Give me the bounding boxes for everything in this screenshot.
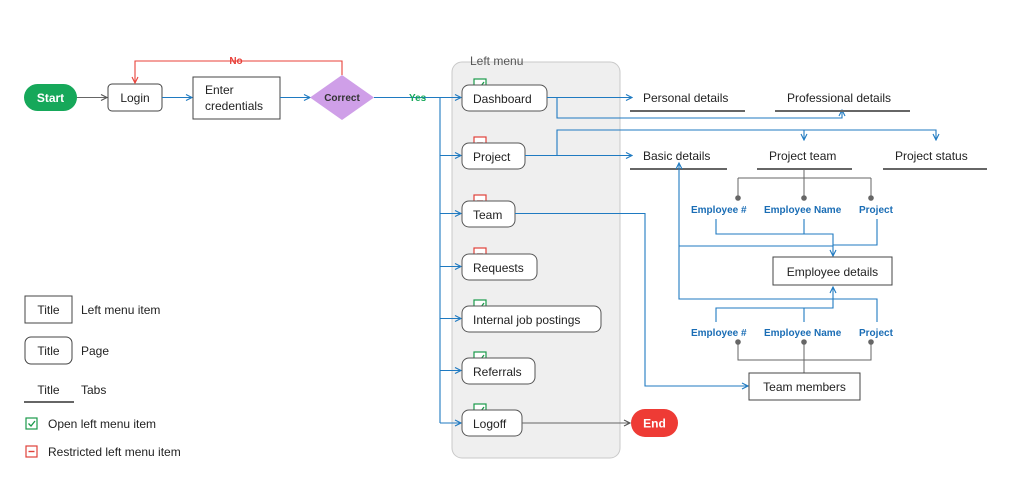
field-employee-number: Employee # xyxy=(691,205,747,216)
legend-title-word: Title xyxy=(37,344,60,358)
legend-page-swatch xyxy=(24,336,73,365)
edge-bottom-emp-number xyxy=(715,287,833,322)
legend-left-menu-swatch xyxy=(24,295,73,324)
decision-label: Correct xyxy=(324,93,360,104)
employee-details-label: Employee details xyxy=(787,265,878,279)
menu-item-team[interactable]: Team xyxy=(461,194,516,228)
referrals-box xyxy=(461,357,536,385)
edge-project-details xyxy=(833,219,878,246)
field-employee-name: Employee Name xyxy=(764,205,842,216)
menu-item-dashboard[interactable]: Dashboard xyxy=(461,78,548,112)
edge-project-status xyxy=(556,129,936,156)
legend-open-item: Open left menu item xyxy=(48,417,156,431)
correct-decision xyxy=(310,75,374,120)
enter-credentials-node xyxy=(192,76,281,120)
legend-restricted-item: Restricted left menu item xyxy=(48,445,181,459)
edge-dashboard-professional xyxy=(556,97,842,119)
dashboard-label: Dashboard xyxy=(473,92,532,106)
job-postings-box xyxy=(461,305,602,333)
field-dot xyxy=(801,195,807,201)
end-terminal xyxy=(631,409,678,437)
requests-box xyxy=(461,253,538,281)
edge-team-members xyxy=(515,212,748,387)
edge-emp-number-details xyxy=(715,219,833,256)
enter-credentials-line1: Enter xyxy=(205,83,234,97)
legend-title-word: Title xyxy=(37,303,60,317)
yes-label: Yes xyxy=(409,93,427,104)
menu-item-requests[interactable]: Requests xyxy=(461,247,538,281)
edge-bottom-project-basic xyxy=(679,163,878,322)
project-label: Project xyxy=(473,150,511,164)
project-team-branches xyxy=(737,170,872,197)
legend-left-menu-item: Left menu item xyxy=(81,303,160,317)
enter-credentials-line2: credentials xyxy=(205,99,263,113)
requests-label: Requests xyxy=(473,261,524,275)
menu-item-project[interactable]: Project xyxy=(461,136,526,170)
legend-page: Page xyxy=(81,344,109,358)
team-members-node xyxy=(748,372,861,401)
tab-professional-details[interactable]: Professional details xyxy=(787,91,891,105)
tab-project-status[interactable]: Project status xyxy=(895,149,968,163)
team-label: Team xyxy=(473,208,502,222)
left-menu-title: Left menu xyxy=(470,54,523,68)
check-mark-icon xyxy=(28,420,36,427)
legend-title-word: Title xyxy=(37,383,60,397)
field-project: Project xyxy=(859,328,894,339)
field-employee-number: Employee # xyxy=(691,328,747,339)
start-label: Start xyxy=(37,91,64,105)
tab-project-team[interactable]: Project team xyxy=(769,149,836,163)
field-employee-name: Employee Name xyxy=(764,328,842,339)
start-terminal xyxy=(24,84,77,111)
employee-details-node xyxy=(772,256,893,286)
field-project: Project xyxy=(859,205,894,216)
menu-item-internal-job-postings[interactable]: Internal job postings xyxy=(461,299,602,333)
edge-no-loop xyxy=(135,60,343,83)
open-check-icon xyxy=(25,417,38,430)
login-label: Login xyxy=(120,91,149,105)
end-label: End xyxy=(643,417,666,431)
menu-item-logoff[interactable]: Logoff xyxy=(461,403,523,437)
team-members-label: Team members xyxy=(763,380,846,394)
tab-basic-details[interactable]: Basic details xyxy=(643,149,710,163)
logoff-label: Logoff xyxy=(473,417,507,431)
no-label: No xyxy=(229,56,242,67)
tab-personal-details[interactable]: Personal details xyxy=(643,91,728,105)
team-members-branches xyxy=(737,342,872,373)
menu-item-referrals[interactable]: Referrals xyxy=(461,351,536,385)
legend-tabs: Tabs xyxy=(81,383,106,397)
field-dot xyxy=(868,195,874,201)
legend: Title Left menu item Title Page Title Ta… xyxy=(24,295,181,459)
referrals-label: Referrals xyxy=(473,365,522,379)
field-dot xyxy=(735,195,741,201)
job-postings-label: Internal job postings xyxy=(473,313,580,327)
